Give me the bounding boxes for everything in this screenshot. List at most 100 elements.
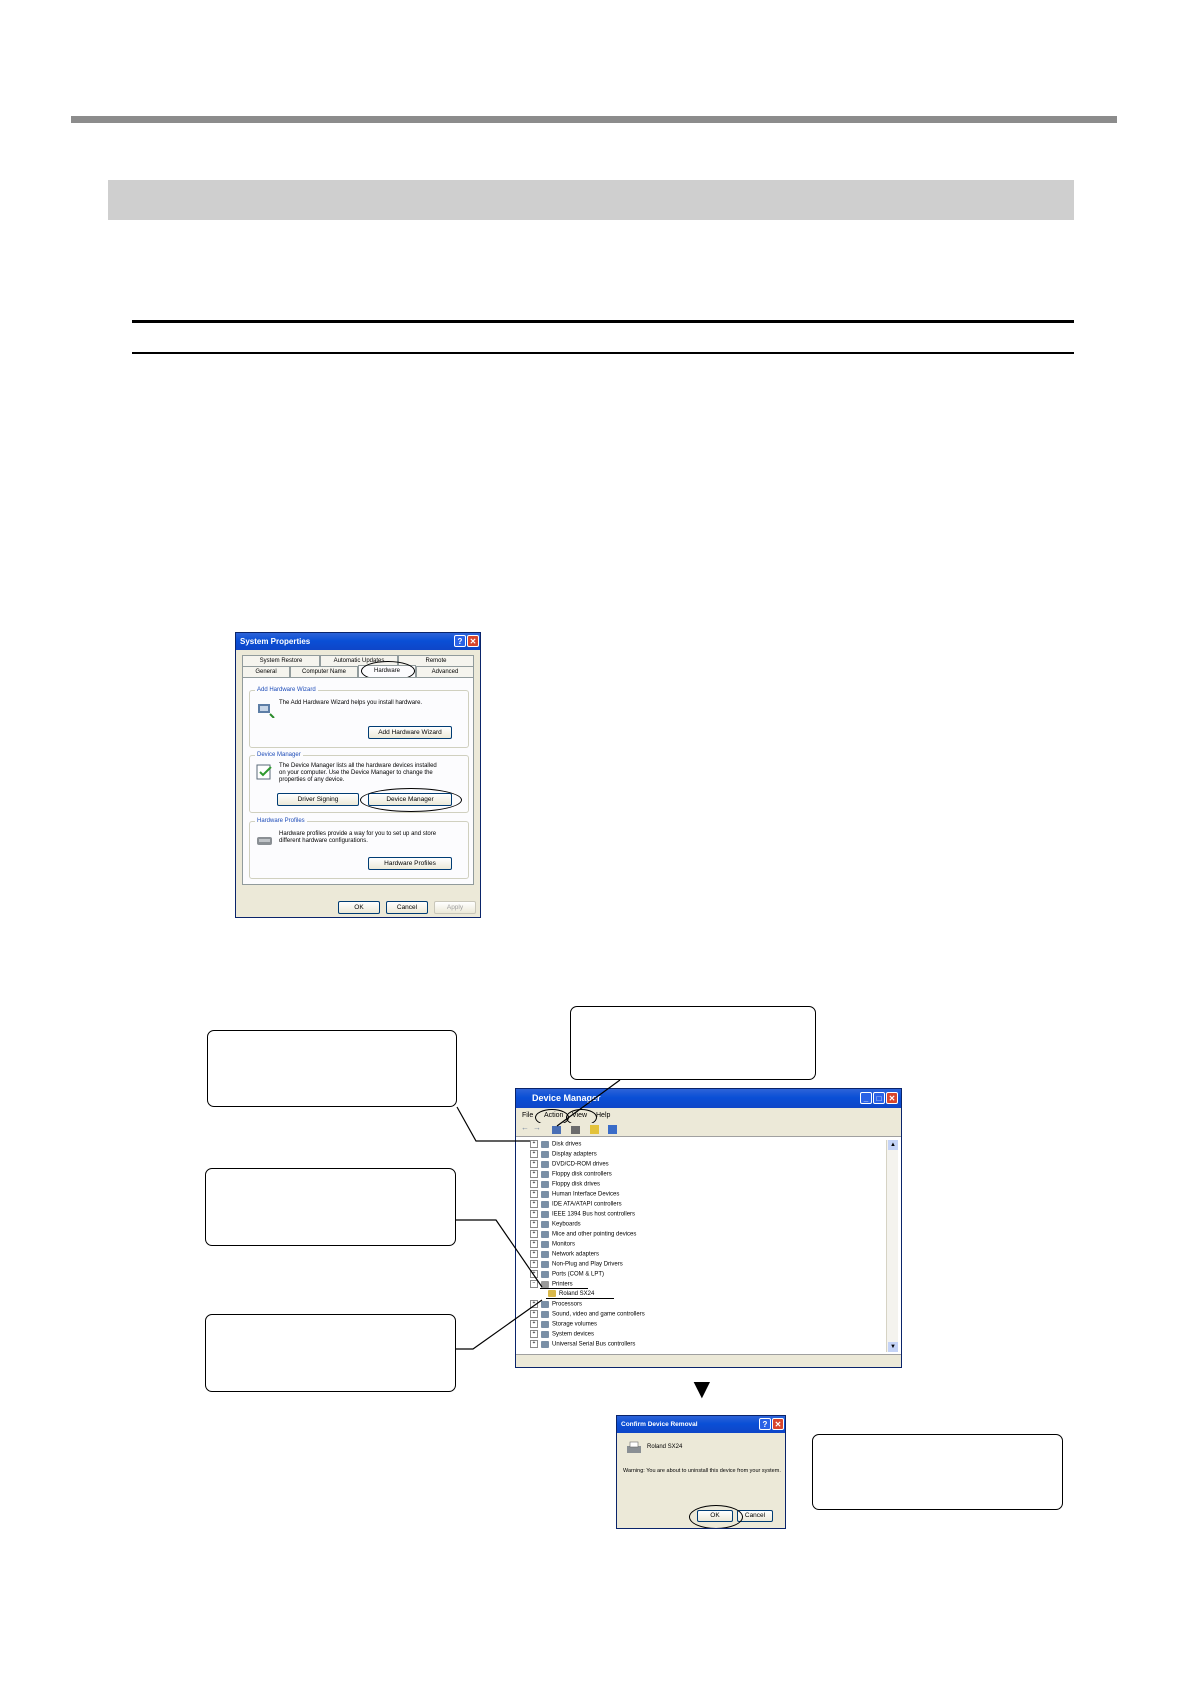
tab-remote[interactable]: Remote: [398, 655, 474, 666]
vertical-scrollbar[interactable]: ▲ ▼: [886, 1140, 898, 1352]
confirm-dialog-title: Confirm Device Removal: [621, 1421, 698, 1428]
device-manager-button-highlight: [360, 788, 462, 812]
tree-item-ports[interactable]: +Ports (COM & LPT): [530, 1270, 604, 1279]
apply-button[interactable]: Apply: [434, 901, 476, 914]
device-tree: +Disk drives +Display adapters +DVD/CD-R…: [530, 1140, 872, 1352]
confirm-warning-text: Warning: You are about to uninstall this…: [623, 1468, 781, 1474]
hardware-profiles-group-label: Hardware Profiles: [255, 817, 307, 826]
device-manager-text-line-3: properties of any device.: [279, 777, 345, 783]
add-hardware-description: The Add Hardware Wizard helps you instal…: [279, 700, 423, 706]
roland-underline: [546, 1298, 614, 1299]
add-hardware-wizard-button[interactable]: Add Hardware Wizard: [368, 726, 452, 739]
help-icon[interactable]: ?: [759, 1418, 771, 1430]
confirm-ok-highlight: [689, 1505, 743, 1528]
hardware-tab-panel: Add Hardware Wizard The Add Hardware Wiz…: [242, 677, 474, 885]
tree-item-storage-volumes[interactable]: +Storage volumes: [530, 1320, 597, 1329]
tree-item-sound[interactable]: +Sound, video and game controllers: [530, 1310, 645, 1319]
confirm-device-name: Roland SX24: [647, 1444, 683, 1450]
scroll-down-icon[interactable]: ▼: [888, 1342, 898, 1352]
system-properties-window: System Properties ? ✕ System Restore Aut…: [235, 632, 481, 918]
leader-line-printers: [456, 1219, 543, 1288]
device-manager-text-line-1: The Device Manager lists all the hardwar…: [279, 763, 437, 769]
section-header-bar: [108, 180, 1074, 220]
printers-underline: [540, 1288, 588, 1289]
tree-item-keyboards[interactable]: +Keyboards: [530, 1220, 581, 1229]
scan-icon[interactable]: [608, 1125, 617, 1134]
add-hardware-icon: [258, 704, 275, 718]
device-manager-window: Device Manager _ □ ✕ File Action View He…: [515, 1088, 902, 1368]
tree-item-floppy-drives[interactable]: +Floppy disk drives: [530, 1180, 600, 1189]
down-arrow-icon: ▼: [688, 1373, 716, 1404]
device-manager-titlebar: Device Manager: [516, 1089, 901, 1108]
hardware-profiles-group: Hardware Profiles Hardware profiles prov…: [249, 817, 469, 879]
callout-bottom-left: [205, 1314, 456, 1392]
maximize-icon[interactable]: □: [873, 1092, 885, 1104]
device-manager-group: Device Manager The Device Manager lists …: [249, 751, 469, 813]
tree-item-monitors[interactable]: +Monitors: [530, 1240, 575, 1249]
tab-advanced[interactable]: Advanced: [416, 666, 474, 677]
help-icon[interactable]: ?: [454, 635, 466, 647]
add-hardware-group: Add Hardware Wizard The Add Hardware Wiz…: [249, 686, 469, 748]
tree-item-mice[interactable]: +Mice and other pointing devices: [530, 1230, 636, 1239]
driver-signing-button[interactable]: Driver Signing: [277, 793, 359, 806]
status-bar: [516, 1354, 901, 1367]
tree-item-hid[interactable]: +Human Interface Devices: [530, 1190, 619, 1199]
menu-help[interactable]: Help: [596, 1112, 611, 1119]
tree-item-network-adapters[interactable]: +Network adapters: [530, 1250, 599, 1259]
view-icon[interactable]: [552, 1126, 561, 1134]
close-icon[interactable]: ✕: [772, 1418, 784, 1430]
system-properties-titlebar: System Properties: [236, 633, 480, 650]
tree-item-ieee1394[interactable]: +IEEE 1394 Bus host controllers: [530, 1210, 635, 1219]
close-icon[interactable]: ✕: [886, 1092, 898, 1104]
minimize-icon[interactable]: _: [860, 1092, 872, 1104]
tree-item-dvd-drives[interactable]: +DVD/CD-ROM drives: [530, 1160, 609, 1169]
hardware-profiles-button[interactable]: Hardware Profiles: [368, 857, 452, 870]
device-manager-icon: [256, 764, 272, 780]
heading-rule-top: [132, 320, 1074, 323]
device-manager-text-line-2: on your computer. Use the Device Manager…: [279, 770, 433, 776]
heading-rule-bottom: [132, 352, 1074, 354]
cancel-button[interactable]: Cancel: [386, 901, 428, 914]
toolbar: ← →: [516, 1123, 901, 1137]
printer-icon: [627, 1441, 641, 1453]
tree-item-usb-controllers[interactable]: +Universal Serial Bus controllers: [530, 1340, 635, 1349]
hardware-profiles-text-line-1: Hardware profiles provide a way for you …: [279, 831, 437, 837]
forward-icon[interactable]: →: [533, 1123, 541, 1132]
tab-automatic-updates[interactable]: Automatic Updates: [320, 655, 398, 666]
leader-line-roland: [456, 1299, 543, 1350]
callout-top-left: [207, 1030, 457, 1107]
tab-general[interactable]: General: [242, 666, 290, 677]
scroll-up-icon[interactable]: ▲: [888, 1140, 898, 1150]
back-icon[interactable]: ←: [521, 1123, 529, 1132]
callout-top-right: [570, 1006, 816, 1080]
close-icon[interactable]: ✕: [467, 635, 479, 647]
leader-line-toolbar: [456, 1106, 530, 1142]
tab-system-restore[interactable]: System Restore: [242, 655, 320, 666]
confirm-dialog-titlebar: Confirm Device Removal: [617, 1416, 785, 1433]
leader-line-action: [556, 1079, 621, 1127]
ok-button[interactable]: OK: [338, 901, 380, 914]
tree-item-floppy-controllers[interactable]: +Floppy disk controllers: [530, 1170, 612, 1179]
callout-confirm: [812, 1434, 1063, 1510]
hardware-profiles-icon: [257, 837, 272, 845]
tree-item-non-pnp-drivers[interactable]: +Non-Plug and Play Drivers: [530, 1260, 623, 1269]
confirm-device-removal-dialog: Confirm Device Removal ? ✕ Roland SX24 W…: [616, 1415, 786, 1529]
callout-middle-left: [205, 1168, 456, 1246]
tree-item-display-adapters[interactable]: +Display adapters: [530, 1150, 597, 1159]
print-icon[interactable]: [571, 1126, 580, 1134]
hardware-profiles-text-line-2: different hardware configurations.: [279, 838, 368, 844]
tab-computer-name[interactable]: Computer Name: [290, 666, 358, 677]
tree-item-printers[interactable]: −Printers: [530, 1280, 573, 1289]
tree-item-system-devices[interactable]: +System devices: [530, 1330, 594, 1339]
device-manager-group-label: Device Manager: [255, 751, 303, 760]
window-title: System Properties: [240, 637, 311, 646]
top-rule: [71, 116, 1117, 123]
properties-icon[interactable]: [590, 1125, 599, 1134]
tree-item-disk-drives[interactable]: +Disk drives: [530, 1140, 581, 1149]
tree-item-processors[interactable]: +Processors: [530, 1300, 582, 1309]
tree-item-roland-printer[interactable]: Roland SX24: [548, 1290, 594, 1299]
menu-file[interactable]: File: [522, 1112, 534, 1119]
tree-item-ide-controllers[interactable]: +IDE ATA/ATAPI controllers: [530, 1200, 622, 1209]
add-hardware-group-label: Add Hardware Wizard: [255, 686, 318, 695]
